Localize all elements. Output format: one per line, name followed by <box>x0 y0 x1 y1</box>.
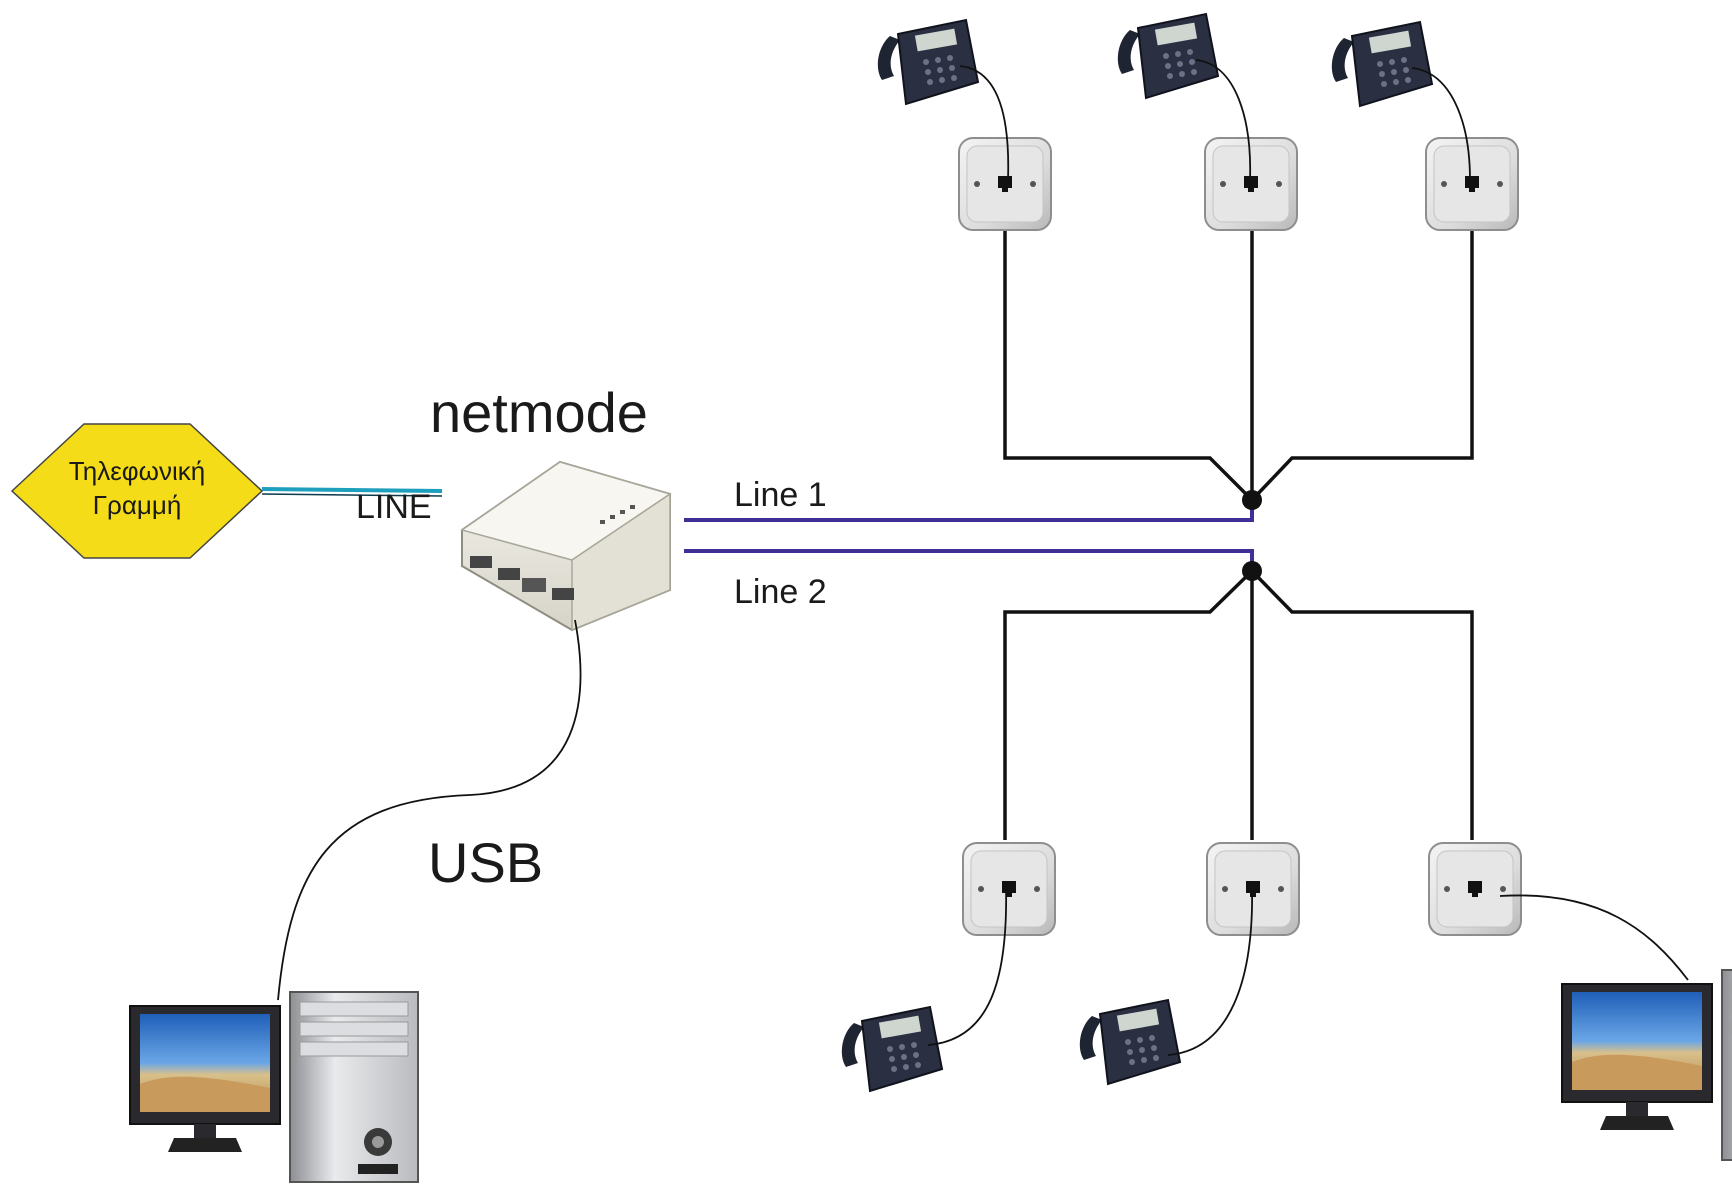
line2-label: Line 2 <box>734 573 827 611</box>
phone-line-label-1: Τηλεφωνική <box>69 456 205 486</box>
wall-socket <box>962 842 1056 936</box>
line1-wiring <box>1003 230 1474 502</box>
line1-label: Line 1 <box>734 476 827 514</box>
telephone-icon <box>840 1006 943 1092</box>
telephone-icon <box>1078 999 1181 1085</box>
line1-junction <box>1242 490 1262 510</box>
pstn-cable <box>261 487 443 493</box>
telephone-icon <box>1116 13 1219 99</box>
computer-icon <box>129 991 419 1183</box>
device-title: netmode <box>430 381 648 444</box>
wall-socket <box>1425 137 1519 231</box>
usb-cable <box>277 619 582 1001</box>
wall-socket <box>958 137 1052 231</box>
usb-label: USB <box>428 831 543 894</box>
line-port-label: LINE <box>356 488 432 526</box>
wall-socket <box>1206 842 1300 936</box>
telephone-icon <box>1330 21 1433 107</box>
computer-icon <box>1561 969 1732 1161</box>
line2-wiring <box>1003 569 1474 840</box>
line2-junction <box>1242 561 1262 581</box>
netmode-device-image <box>460 460 672 632</box>
phone-cords-upper <box>959 59 1471 181</box>
telephone-icon <box>876 19 979 105</box>
wall-socket <box>1204 137 1298 231</box>
pstn-cable-shadow <box>261 493 443 497</box>
phone-line-label-2: Γραμμή <box>93 490 182 520</box>
phone-cords-lower <box>927 885 1689 1056</box>
wall-socket <box>1428 842 1522 936</box>
line2-cable <box>684 549 1254 571</box>
